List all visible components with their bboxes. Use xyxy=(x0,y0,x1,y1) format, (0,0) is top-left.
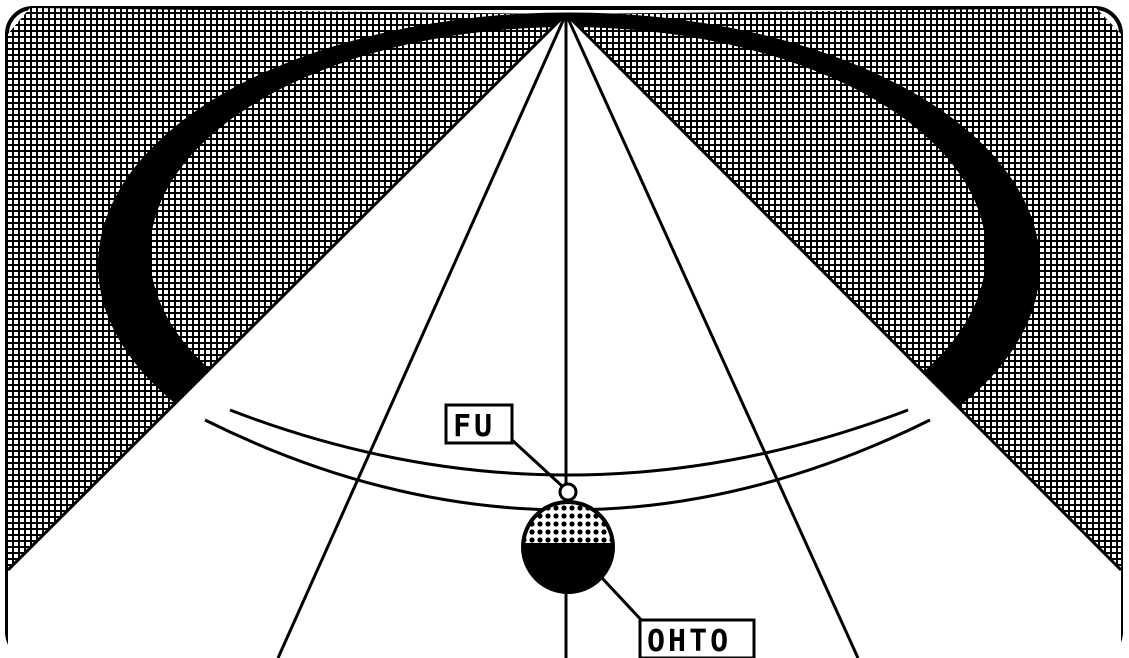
fu-object xyxy=(560,484,576,500)
fu-label: FU xyxy=(453,409,495,444)
ohto-label: OHTO xyxy=(647,624,731,658)
